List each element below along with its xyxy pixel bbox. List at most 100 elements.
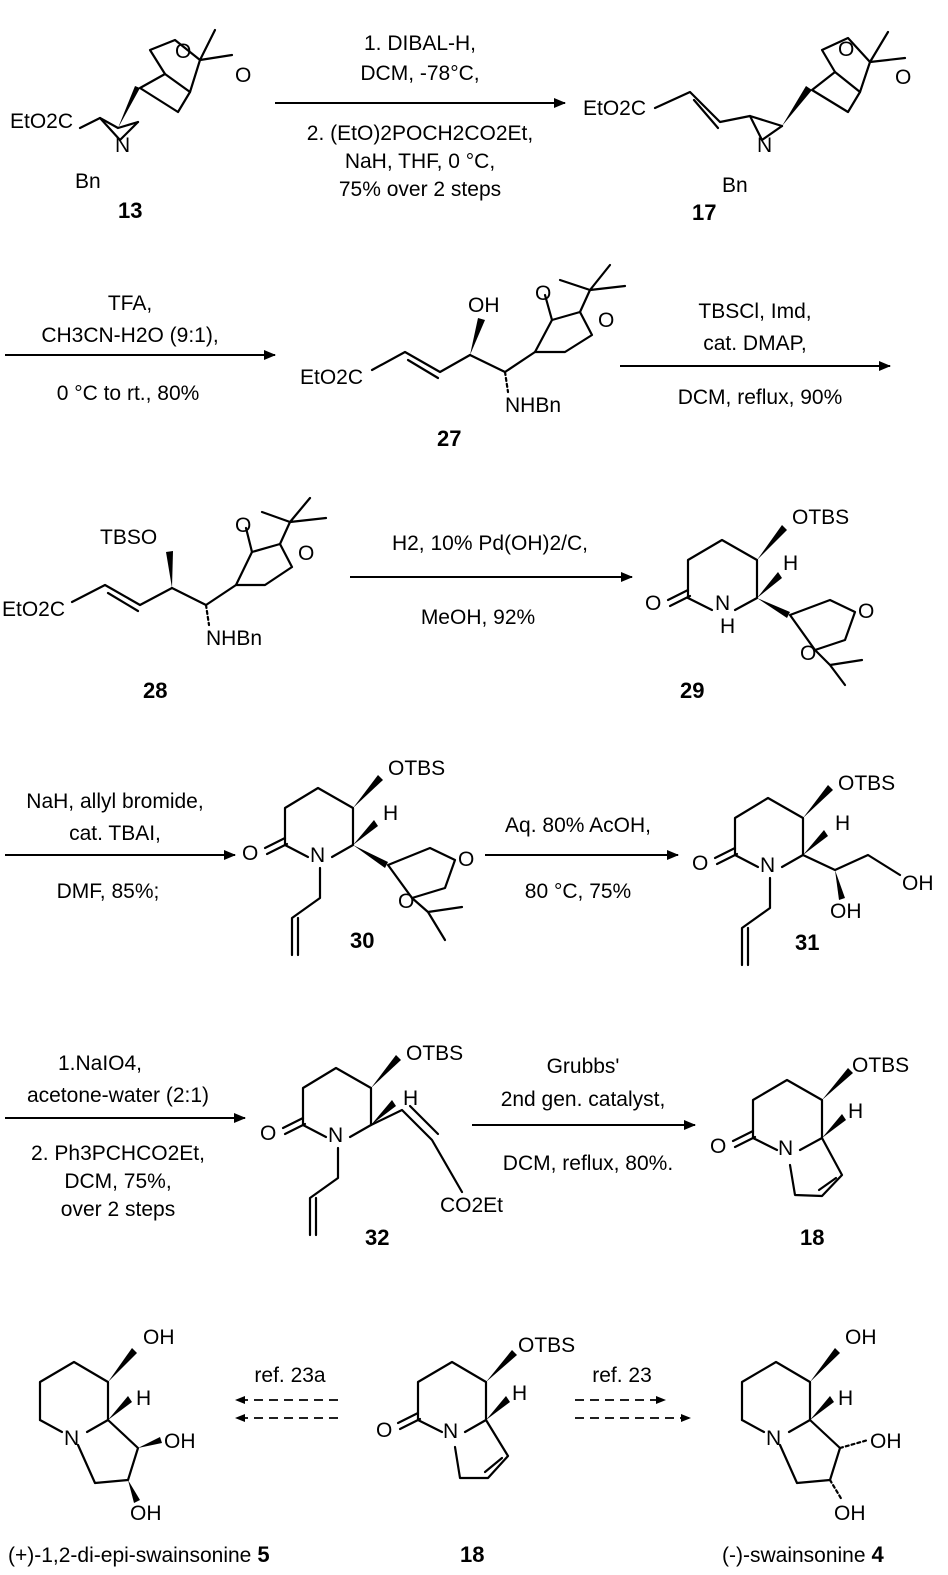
step-6-above-1: Aq. 80% AcOH,: [505, 814, 651, 837]
c32-otbs-label: OTBS: [406, 1042, 463, 1065]
c29-otbs-label: OTBS: [792, 506, 849, 529]
compound-5-number: 5: [257, 1542, 269, 1567]
ref-23a-label: ref. 23a: [254, 1364, 326, 1387]
step-7-above-2: acetone-water (2:1): [27, 1084, 209, 1107]
c13-o1-label: O: [175, 40, 191, 63]
step-6-below-1: 80 °C, 75%: [525, 880, 631, 903]
c30-otbs-label: OTBS: [388, 757, 445, 780]
c18b-n-label: N: [443, 1420, 458, 1443]
c17-n-label: N: [757, 134, 772, 157]
step-5-above-2: cat. TBAI,: [69, 822, 161, 845]
c29-o2-label: O: [800, 642, 816, 665]
step-2-above-1: TFA,: [108, 292, 152, 315]
c30-n-label: N: [310, 844, 325, 867]
compound-17: EtO2C N Bn O O 17: [583, 30, 911, 225]
c13-o2-label: O: [235, 64, 251, 87]
step-8-above-2: 2nd gen. catalyst,: [501, 1088, 666, 1111]
c13-bn-label: Bn: [75, 170, 101, 193]
compound-13-number: 13: [118, 198, 142, 223]
c27-ester-label: EtO2C: [300, 366, 363, 389]
compound-28-number: 28: [143, 678, 167, 703]
c5-n-label: N: [64, 1427, 79, 1450]
c13-ester-label: EtO2C: [10, 110, 73, 133]
c4-name: (-)-swainsonine 4: [722, 1542, 885, 1567]
step-7-above-1: 1.NaIO4,: [58, 1052, 142, 1075]
c5-name-text: (+)-1,2-di-epi-swainsonine: [8, 1544, 251, 1567]
step-1: 1. DIBAL-H, DCM, -78°C, 2. (EtO)2POCH2CO…: [275, 32, 566, 201]
c32-h-label: H: [403, 1087, 418, 1110]
compound-28: EtO2C TBSO NHBn O O 28: [2, 496, 328, 703]
c28-nhbn-label: NHBn: [206, 627, 262, 650]
step-3: TBSCl, Imd, cat. DMAP, DCM, reflux, 90%: [620, 300, 891, 409]
c31-oh2-label: OH: [830, 900, 862, 923]
step-3-above-2: cat. DMAP,: [703, 332, 806, 355]
c4-name-text: (-)-swainsonine: [722, 1544, 866, 1567]
step-1-above-2: DCM, -78°C,: [360, 62, 479, 85]
step-4: H2, 10% Pd(OH)2/C, MeOH, 92%: [350, 532, 633, 629]
c28-tbso-label: TBSO: [100, 526, 157, 549]
c27-nhbn-label: NHBn: [505, 394, 561, 417]
step-7-below-3: over 2 steps: [61, 1198, 175, 1221]
c30-carbonyl-o-label: O: [242, 842, 258, 865]
c31-oh1-label: OH: [902, 872, 934, 895]
c5-name: (+)-1,2-di-epi-swainsonine 5: [8, 1542, 270, 1567]
c27-o1-label: O: [535, 282, 551, 305]
compound-18-top-number: 18: [800, 1225, 824, 1250]
compound-27: EtO2C OH NHBn O O 27: [300, 263, 627, 451]
step-8-above-1: Grubbs': [547, 1055, 620, 1078]
compound-18-bottom-number: 18: [460, 1542, 484, 1567]
c5-oh1-label: OH: [143, 1326, 175, 1349]
c5-oh3-label: OH: [130, 1502, 162, 1525]
step-3-below-1: DCM, reflux, 90%: [678, 386, 843, 409]
step-5: NaH, allyl bromide, cat. TBAI, DMF, 85%;: [5, 790, 236, 903]
c18a-otbs-label: OTBS: [852, 1054, 909, 1077]
c17-o1-label: O: [838, 38, 854, 61]
c30-o1-label: O: [458, 848, 474, 871]
compound-32: OTBS H O N CO2Et 32: [260, 1042, 503, 1250]
c29-nh-label: H: [720, 615, 735, 638]
ref-23-label: ref. 23: [592, 1364, 652, 1387]
c29-carbonyl-o-label: O: [645, 592, 661, 615]
compound-29: OTBS H O N H O O 29: [645, 506, 874, 703]
c27-o2-label: O: [598, 309, 614, 332]
c18a-h-label: H: [848, 1100, 863, 1123]
c18b-h-label: H: [512, 1382, 527, 1405]
step-2-above-2: CH3CN-H2O (9:1),: [41, 324, 218, 347]
compound-30: OTBS H O N O O 30: [242, 757, 474, 957]
c4-oh1-label: OH: [845, 1326, 877, 1349]
c28-o1-label: O: [235, 514, 251, 537]
c28-ester-label: EtO2C: [2, 598, 65, 621]
step-2: TFA, CH3CN-H2O (9:1), 0 °C to rt., 80%: [5, 292, 276, 405]
c17-bn-label: Bn: [722, 174, 748, 197]
c29-h-label: H: [783, 552, 798, 575]
compound-31: OTBS H O N OH OH 31: [692, 772, 934, 967]
c32-co2et-label: CO2Et: [440, 1194, 503, 1217]
c31-n-label: N: [760, 854, 775, 877]
compound-29-number: 29: [680, 678, 704, 703]
step-7-below-2: DCM, 75%,: [64, 1170, 171, 1193]
step-3-above-1: TBSCl, Imd,: [698, 300, 811, 323]
compound-18-top: OTBS H O N 18: [710, 1054, 909, 1250]
step-8-below-1: DCM, reflux, 80%.: [503, 1152, 673, 1175]
compound-31-number: 31: [795, 930, 819, 955]
step-7-below-1: 2. Ph3PCHCO2Et,: [31, 1142, 205, 1165]
c27-oh-label: OH: [468, 294, 500, 317]
c13-n-label: N: [115, 134, 130, 157]
c32-carbonyl-o-label: O: [260, 1122, 276, 1145]
step-4-below-1: MeOH, 92%: [421, 606, 535, 629]
compound-32-number: 32: [365, 1225, 389, 1250]
compound-13: EtO2C N Bn O O 13: [10, 28, 251, 223]
c29-o1-label: O: [858, 600, 874, 623]
compound-4-number: 4: [872, 1542, 885, 1567]
compound-17-number: 17: [692, 200, 716, 225]
c32-n-label: N: [328, 1124, 343, 1147]
c31-h-label: H: [835, 812, 850, 835]
step-5-below-1: DMF, 85%;: [57, 880, 160, 903]
step-1-below-2: NaH, THF, 0 °C,: [345, 150, 495, 173]
c4-h-label: H: [838, 1387, 853, 1410]
c18a-n-label: N: [778, 1137, 793, 1160]
step-7: 1.NaIO4, acetone-water (2:1) 2. Ph3PCHCO…: [5, 1052, 246, 1221]
c18b-otbs-label: OTBS: [518, 1334, 575, 1357]
